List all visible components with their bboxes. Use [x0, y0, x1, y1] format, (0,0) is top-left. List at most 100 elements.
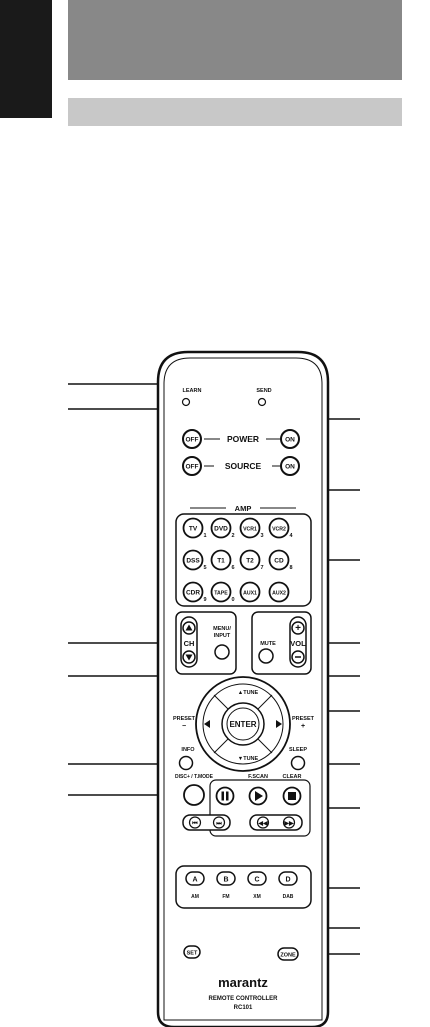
- learn-label: LEARN: [183, 388, 202, 394]
- vol-up-button[interactable]: [291, 621, 305, 635]
- power-on-button[interactable]: [280, 429, 300, 449]
- input-label: INPUT: [214, 633, 231, 639]
- input-button-label: AUX2: [272, 590, 286, 596]
- input-number-label: 7: [260, 565, 263, 571]
- input-number-label: 6: [231, 565, 234, 571]
- source-off-label: OFF: [186, 464, 199, 471]
- band-sub-label: AM: [191, 894, 199, 900]
- section-bar: [68, 98, 402, 126]
- input-button-label: T1: [217, 557, 225, 564]
- input-button[interactable]: [268, 581, 290, 603]
- nav-ring-inner: [202, 683, 284, 765]
- input-button[interactable]: [239, 581, 261, 603]
- sleep-label: SLEEP: [289, 747, 307, 753]
- plus-icon: +: [295, 623, 301, 634]
- remote-body-inner: [163, 357, 323, 1021]
- power-row: OFF POWER ON: [182, 429, 300, 449]
- enter-ring: [226, 707, 260, 741]
- band-button-label: A: [192, 877, 197, 884]
- input-number-label: 3: [260, 533, 263, 539]
- input-button-label: VCR1: [243, 526, 257, 532]
- transport-group: [209, 779, 311, 837]
- band-sub-label: FM: [222, 894, 229, 900]
- chapter-tab: [0, 0, 52, 118]
- skip-back-button[interactable]: [188, 816, 202, 829]
- disc-tmode-button[interactable]: [183, 784, 205, 806]
- band-button[interactable]: [278, 871, 298, 886]
- clear-label: CLEAR: [283, 774, 302, 780]
- model-number: RC101: [234, 1005, 253, 1011]
- input-button[interactable]: [182, 549, 204, 571]
- input-button[interactable]: [239, 517, 261, 539]
- input-button[interactable]: [210, 549, 232, 571]
- input-button[interactable]: [239, 549, 261, 571]
- enter-button[interactable]: [221, 702, 265, 746]
- fast-forward-button[interactable]: [282, 816, 296, 829]
- band-button-label: D: [285, 877, 290, 884]
- band-sub-label: DAB: [283, 894, 294, 900]
- source-row: OFF SOURCE ON: [182, 456, 300, 476]
- input-number-label: 5: [203, 565, 206, 571]
- input-button[interactable]: [268, 549, 290, 571]
- input-button[interactable]: [182, 517, 204, 539]
- send-label: SEND: [256, 388, 271, 394]
- preset-right-label: PRESET: [292, 716, 315, 722]
- input-button[interactable]: [210, 581, 232, 603]
- input-number-label: 8: [289, 565, 292, 571]
- header-band: [68, 0, 402, 80]
- menu-input-button[interactable]: [214, 644, 230, 660]
- sleep-button[interactable]: [290, 755, 306, 771]
- rewind-button[interactable]: [256, 816, 270, 829]
- power-off-button[interactable]: [182, 429, 202, 449]
- band-button[interactable]: [216, 871, 236, 886]
- right-arrow-icon[interactable]: [276, 720, 282, 728]
- rewind-icon: ◀◀: [257, 820, 268, 827]
- amp-label: AMP: [235, 504, 252, 513]
- band-button[interactable]: [247, 871, 267, 886]
- ch-up-icon: [185, 624, 193, 631]
- preset-minus-label: −: [182, 723, 186, 730]
- ch-down-icon: [185, 654, 193, 661]
- input-button-label: CD: [274, 557, 284, 564]
- input-button-label: VCR2: [272, 526, 286, 532]
- disc-tmode-label: DISC+ / T.MODE: [175, 774, 214, 780]
- play-icon: [255, 791, 263, 801]
- zone-button[interactable]: [277, 947, 299, 961]
- set-button[interactable]: [183, 945, 201, 959]
- vol-label: VOL: [290, 639, 306, 648]
- left-arrow-icon[interactable]: [204, 720, 210, 728]
- source-on-button[interactable]: [280, 456, 300, 476]
- source-label: SOURCE: [225, 461, 262, 471]
- pause-button[interactable]: [215, 786, 235, 806]
- band-button[interactable]: [185, 871, 205, 886]
- input-button[interactable]: [182, 581, 204, 603]
- ch-panel: [175, 611, 237, 675]
- zone-label: ZONE: [280, 953, 296, 959]
- power-label: POWER: [227, 434, 259, 444]
- input-button[interactable]: [268, 517, 290, 539]
- amp-input-group: [175, 513, 312, 607]
- band-sub-label: XM: [253, 894, 261, 900]
- skip-forward-button[interactable]: [212, 816, 226, 829]
- source-off-button[interactable]: [182, 456, 202, 476]
- source-on-label: ON: [285, 464, 295, 471]
- learn-indicator: [181, 397, 191, 407]
- mute-label: MUTE: [260, 641, 276, 647]
- power-off-label: OFF: [186, 437, 199, 444]
- info-button[interactable]: [178, 755, 194, 771]
- tune-down-label: ▼TUNE: [238, 756, 259, 762]
- brand-logo: marantz: [218, 975, 268, 990]
- input-number-label: 4: [289, 533, 293, 539]
- preset-plus-label: +: [301, 723, 305, 730]
- menu-label: MENU/: [213, 626, 231, 632]
- input-button[interactable]: [210, 517, 232, 539]
- input-number-label: 0: [231, 597, 234, 603]
- mute-button[interactable]: [258, 648, 274, 664]
- input-grid: TV1DVD2VCR13VCR24DSS5T16T27CD8CDR9TAPE0A…: [182, 517, 293, 603]
- input-button-label: CDR: [186, 589, 200, 596]
- vol-panel: [251, 611, 312, 675]
- fast-forward-icon: ▶▶: [283, 820, 294, 827]
- skip-forward-icon: ⏭: [216, 821, 222, 827]
